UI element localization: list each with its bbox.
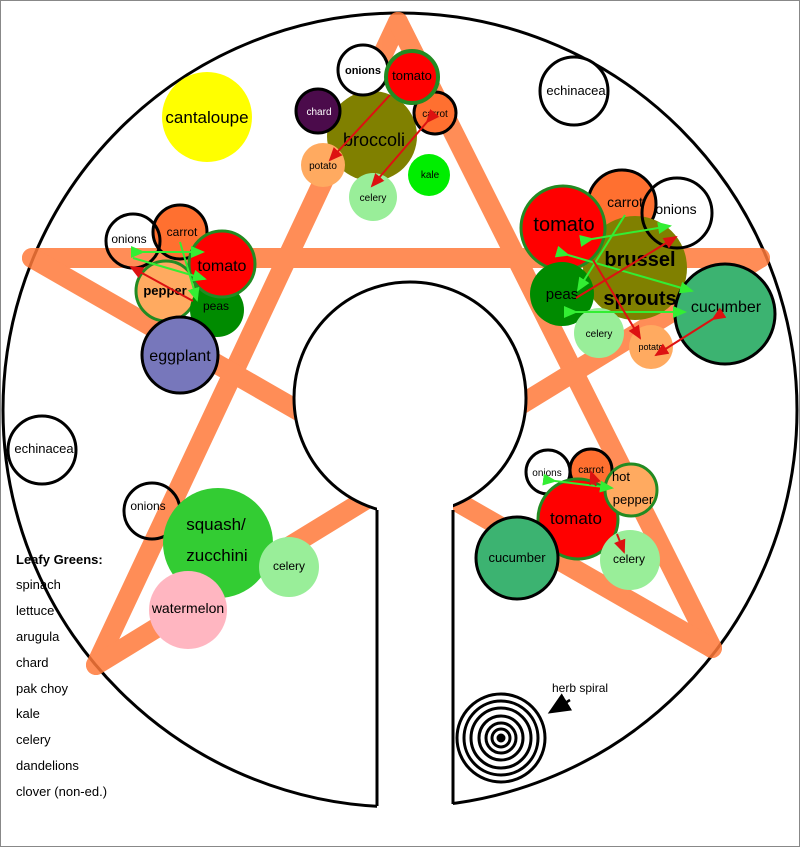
cluster-lower-right: onions carrot hot pepper tomato cucumber…	[474, 447, 660, 601]
label-onions: onions	[655, 201, 696, 217]
cluster-left: onions carrot tomato pepper peas eggplan…	[104, 203, 257, 395]
label-pepper: pepper	[613, 492, 654, 507]
cluster-right: carrot onions tomato brussel sprouts pea…	[519, 168, 777, 369]
label-tomato: tomato	[533, 214, 594, 236]
cluster-lower-left: onions squash/ zucchini celery watermelo…	[122, 481, 319, 649]
label-cucumber: cucumber	[691, 299, 762, 316]
herb-spiral	[455, 692, 547, 784]
companion-arrow	[328, 94, 391, 162]
companion-arrow	[370, 108, 440, 188]
legend-item: celery	[16, 732, 51, 747]
label-cantaloupe: cantaloupe	[165, 108, 248, 127]
label-zucchini: zucchini	[186, 546, 247, 565]
companion-arrow	[129, 266, 194, 302]
label-tomato: tomato	[550, 509, 602, 528]
label-echinacea: echinacea	[14, 441, 74, 456]
label-chard: chard	[306, 107, 331, 118]
label-pepper: pepper	[143, 283, 186, 298]
label-carrot: carrot	[422, 109, 448, 120]
legend-item: clover (non-ed.)	[16, 784, 107, 799]
label-sprouts: sprouts	[603, 288, 676, 310]
plant-echinacea-top: echinacea	[538, 55, 610, 127]
label-celery: celery	[613, 552, 645, 566]
leafy-greens-legend: Leafy Greens: spinach lettuce arugula ch…	[16, 552, 107, 799]
companion-arrow	[654, 307, 727, 357]
label-herb-spiral: herb spiral	[552, 681, 608, 695]
label-onions: onions	[532, 468, 561, 479]
companion-arrow	[554, 245, 694, 294]
label-celery: celery	[360, 193, 387, 204]
cluster-top: onions tomato chard carrot broccoli pota…	[294, 43, 458, 221]
label-celery: celery	[273, 559, 305, 573]
legend-item: pak choy	[16, 681, 69, 696]
label-tomato: tomato	[392, 68, 432, 83]
label-potato: potato	[638, 342, 663, 352]
label-echinacea: echinacea	[546, 83, 606, 98]
label-hot: hot	[612, 469, 630, 484]
label-tomato: tomato	[198, 258, 247, 275]
companion-arrow	[542, 473, 614, 493]
companion-arrow	[179, 241, 200, 302]
companion-arrow	[592, 259, 642, 340]
label-onions: onions	[345, 65, 381, 77]
label-peas: peas	[203, 299, 229, 313]
label-cucumber: cucumber	[488, 550, 546, 565]
label-squash: squash/	[186, 515, 246, 534]
legend-item: arugula	[16, 629, 60, 644]
plant-echinacea-left: echinacea	[6, 414, 78, 486]
keyhole-center	[292, 280, 528, 815]
label-onions: onions	[111, 232, 146, 246]
companion-arrow	[579, 222, 672, 247]
arrow-icon	[547, 693, 573, 714]
legend-item: kale	[16, 706, 40, 721]
label-broccoli: broccoli	[343, 130, 405, 150]
legend-item: lettuce	[16, 603, 54, 618]
companion-arrow	[132, 257, 207, 282]
label-onions: onions	[130, 499, 165, 513]
label-potato: potato	[309, 161, 337, 172]
label-celery: celery	[586, 329, 613, 340]
legend-item: dandelions	[16, 758, 79, 773]
companion-arrow	[614, 533, 626, 554]
label-carrot: carrot	[167, 225, 198, 239]
label-eggplant: eggplant	[149, 348, 211, 365]
companion-arrow	[589, 470, 601, 487]
legend-item: spinach	[16, 577, 61, 592]
label-carrot: carrot	[607, 194, 643, 210]
legend-item: chard	[16, 655, 49, 670]
companion-arrow	[575, 235, 678, 299]
label-watermelon: watermelon	[151, 600, 224, 616]
label-peas: peas	[546, 286, 579, 303]
plant-cantaloupe: cantaloupe	[162, 72, 252, 162]
legend-title: Leafy Greens:	[16, 552, 103, 567]
label-kale: kale	[421, 170, 440, 181]
